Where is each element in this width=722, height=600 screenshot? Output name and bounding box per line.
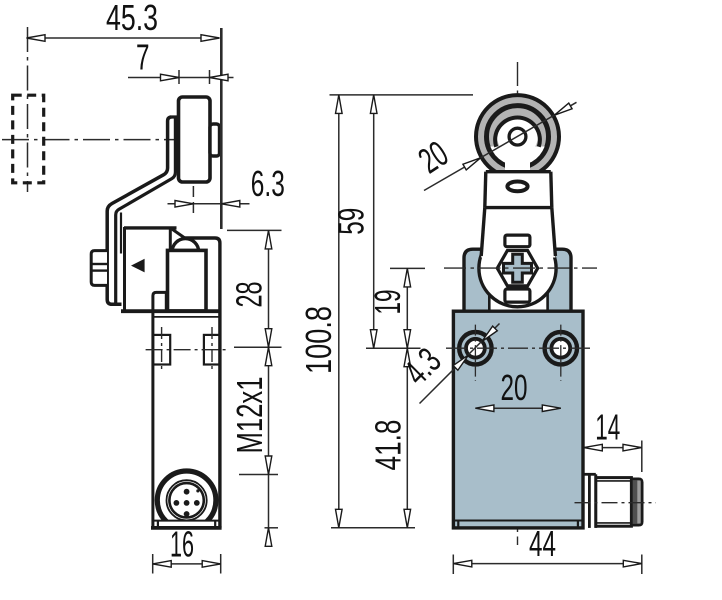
svg-text:59: 59 <box>330 208 371 235</box>
svg-text:41.8: 41.8 <box>368 420 409 471</box>
svg-text:28: 28 <box>229 282 270 308</box>
svg-text:20: 20 <box>501 367 528 408</box>
svg-text:45.3: 45.3 <box>106 0 158 38</box>
svg-text:7: 7 <box>136 37 150 78</box>
svg-text:20: 20 <box>411 133 455 182</box>
svg-text:14: 14 <box>595 407 620 448</box>
svg-text:19: 19 <box>367 290 408 315</box>
svg-text:16: 16 <box>170 524 194 565</box>
svg-text:6.3: 6.3 <box>251 163 285 204</box>
svg-text:100.8: 100.8 <box>298 306 339 374</box>
svg-text:M12x1: M12x1 <box>229 377 270 454</box>
svg-text:44: 44 <box>529 523 556 564</box>
